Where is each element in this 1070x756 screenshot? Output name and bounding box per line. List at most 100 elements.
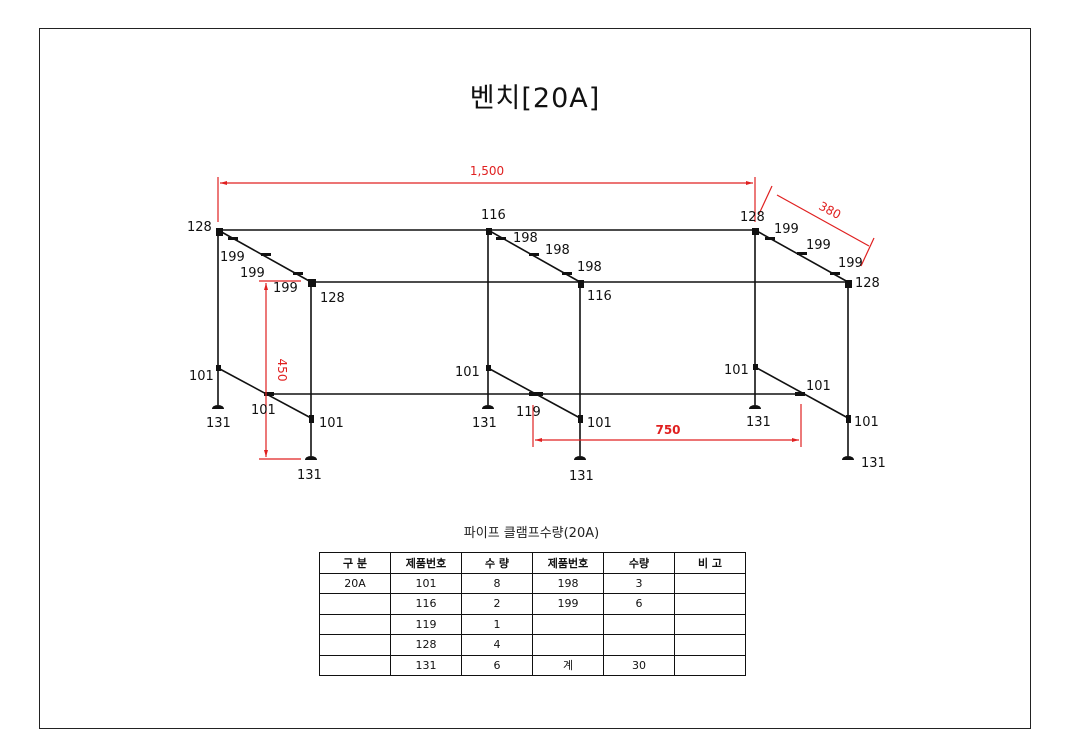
part-label: 101 <box>251 403 276 418</box>
fitting-198 <box>562 272 572 275</box>
cell <box>532 613 604 635</box>
fitting-199 <box>228 237 238 240</box>
cell: 128 <box>390 634 462 656</box>
cell <box>674 613 746 635</box>
fitting-101 <box>578 415 583 423</box>
cell: 2 <box>461 593 533 615</box>
part-label: 101 <box>724 363 749 378</box>
dimension-width-label: 1,500 <box>470 164 504 178</box>
part-label: 116 <box>587 289 612 304</box>
header-quantity: 수 량 <box>461 552 533 574</box>
part-label: 128 <box>855 276 880 291</box>
fittings <box>212 228 854 460</box>
part-label: 128 <box>740 210 765 225</box>
cell <box>674 634 746 656</box>
fitting-199 <box>293 272 303 275</box>
part-label: 101 <box>854 415 879 430</box>
fitting-199 <box>797 252 807 255</box>
header-category: 구 분 <box>319 552 391 574</box>
part-label: 131 <box>746 415 771 430</box>
part-label: 101 <box>319 416 344 431</box>
cell: 8 <box>461 572 533 594</box>
cell: 119 <box>390 613 462 635</box>
cell: 131 <box>390 654 462 676</box>
cell: 3 <box>603 572 675 594</box>
cell: 20A <box>319 572 391 594</box>
part-label: 131 <box>206 416 231 431</box>
page-title: 벤치[20A] <box>469 83 601 114</box>
cell: 116 <box>390 593 462 615</box>
cell <box>319 634 391 656</box>
cell <box>319 593 391 615</box>
cell: 4 <box>461 634 533 656</box>
fitting-116 <box>486 228 492 235</box>
cell: 6 <box>461 654 533 676</box>
foot-131 <box>482 405 494 409</box>
foot-131 <box>749 405 761 409</box>
cell <box>319 613 391 635</box>
fitting-101 <box>486 365 491 371</box>
fitting-128 <box>216 228 223 236</box>
table-caption: 파이프 클램프수량(20A) <box>463 526 600 541</box>
part-label: 128 <box>187 220 212 235</box>
fitting-119 <box>529 392 543 396</box>
part-label: 131 <box>861 456 886 471</box>
fitting-128 <box>752 228 759 235</box>
cell: 30 <box>603 654 675 676</box>
part-label: 199 <box>273 281 298 296</box>
part-label: 131 <box>472 416 497 431</box>
fitting-199 <box>765 237 775 240</box>
cell: 6 <box>603 593 675 615</box>
fitting-101 <box>309 415 314 423</box>
cell <box>603 634 675 656</box>
part-label: 199 <box>774 222 799 237</box>
part-label: 199 <box>806 238 831 253</box>
part-label: 199 <box>220 250 245 265</box>
fitting-199 <box>261 253 271 256</box>
cell: 199 <box>532 593 604 615</box>
part-label: 131 <box>569 469 594 484</box>
part-label: 101 <box>806 379 831 394</box>
foot-131 <box>305 456 317 460</box>
part-label: 198 <box>545 243 570 258</box>
fitting-101 <box>795 392 805 396</box>
fitting-128 <box>845 280 852 288</box>
cell: 101 <box>390 572 462 594</box>
sheet-border <box>39 28 1031 729</box>
fitting-198 <box>529 253 539 256</box>
foot-131 <box>212 405 224 409</box>
part-label: 101 <box>455 365 480 380</box>
dimension-height-label: 450 <box>275 359 289 382</box>
foot-131 <box>842 456 854 460</box>
table-header-row: 구 분 제품번호 수 량 제품번호 수량 비 고 <box>319 552 746 574</box>
header-part-number: 제품번호 <box>390 552 462 574</box>
cell: 계 <box>532 654 604 676</box>
cell: 198 <box>532 572 604 594</box>
fitting-199 <box>830 272 840 275</box>
part-label: 119 <box>516 405 541 420</box>
cell <box>674 572 746 594</box>
part-label: 101 <box>189 369 214 384</box>
part-labels: 128 199 199 199 128 116 198 198 198 116 … <box>187 208 886 484</box>
cell <box>319 654 391 676</box>
cell <box>674 654 746 676</box>
part-label: 101 <box>587 416 612 431</box>
fitting-198 <box>496 237 506 240</box>
foot-131 <box>574 456 586 460</box>
part-label: 128 <box>320 291 345 306</box>
cell <box>532 634 604 656</box>
dimension-spacing-label: 750 <box>655 423 680 437</box>
part-label: 199 <box>240 266 265 281</box>
fitting-101 <box>216 365 221 371</box>
dimension-lines <box>217 177 875 460</box>
fitting-116 <box>578 280 584 288</box>
part-label: 116 <box>481 208 506 223</box>
fitting-101 <box>846 415 851 423</box>
fitting-101 <box>264 392 274 396</box>
